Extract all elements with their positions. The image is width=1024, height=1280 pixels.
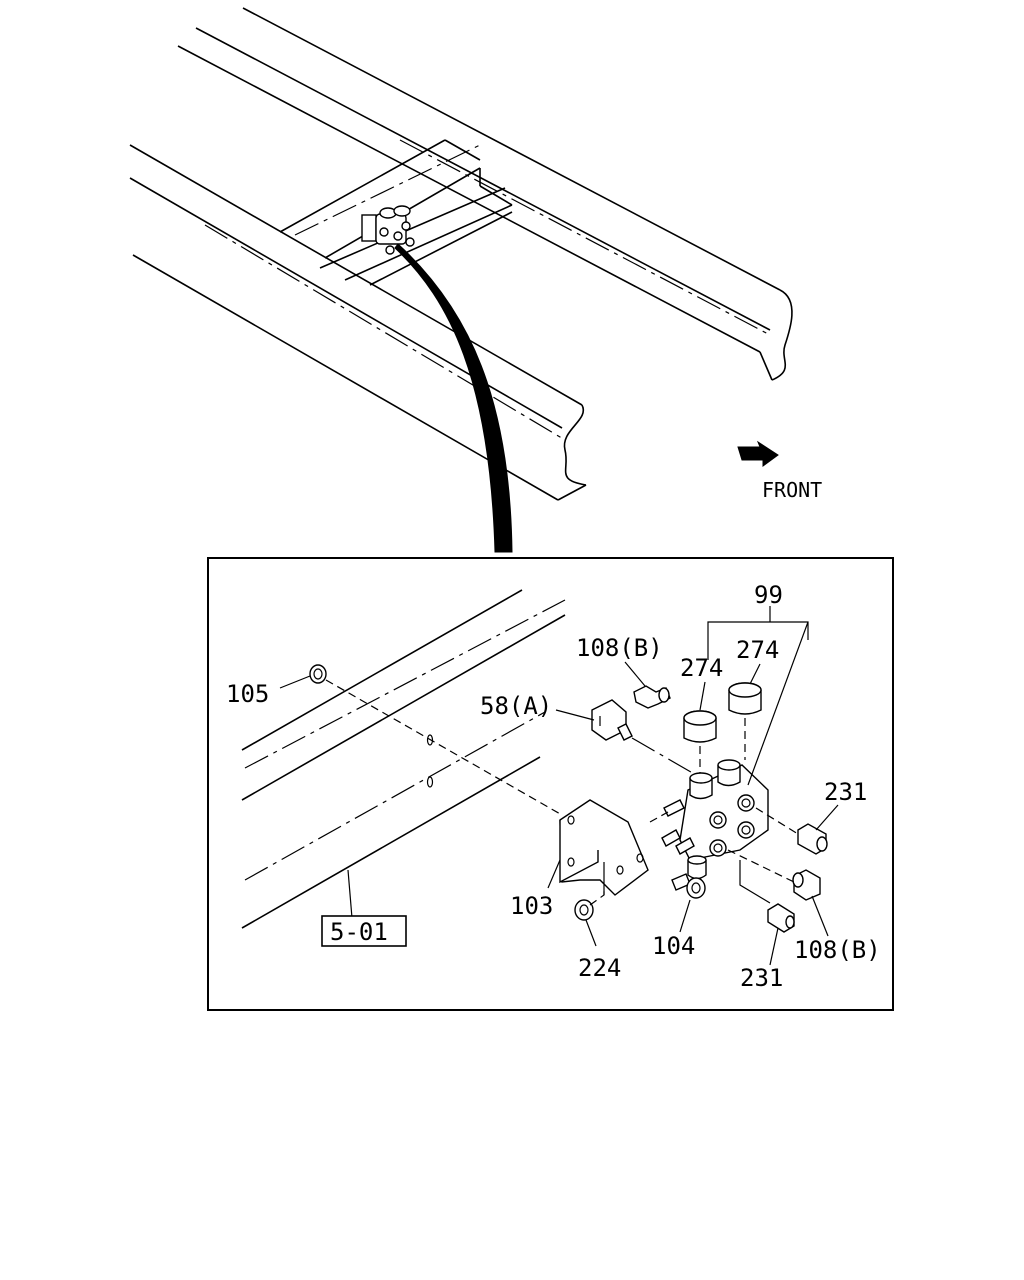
valve-body-icon [661, 759, 769, 880]
detail-frame [207, 557, 894, 1011]
leader-lines [279, 606, 839, 966]
callout-274-right: 274 [736, 636, 779, 664]
elbow-fitting-108b-bottom-icon [792, 869, 821, 901]
zoom-leader [394, 243, 513, 553]
callout-274-left: 274 [680, 654, 723, 682]
callout-108b-top: 108(B) [576, 634, 663, 662]
callout-104: 104 [652, 932, 695, 960]
fitting-231-right-icon [797, 823, 828, 855]
callout-103: 103 [510, 892, 553, 920]
callout-108b-bottom: 108(B) [794, 936, 881, 964]
callout-99: 99 [754, 581, 783, 609]
front-arrow-icon [737, 440, 779, 467]
cap-274-left-icon [683, 710, 717, 743]
callout-224: 224 [578, 954, 621, 982]
front-label: FRONT [762, 478, 822, 502]
elbow-fitting-108b-top-icon [633, 685, 671, 709]
detail-frame-rail [241, 589, 566, 929]
reference-label[interactable]: 5-01 [330, 918, 388, 946]
valve-assembly-small-icon [361, 205, 415, 255]
nut-224-icon [574, 899, 594, 921]
cap-274-right-icon [728, 682, 762, 715]
callout-58a: 58(A) [480, 692, 552, 720]
callout-105: 105 [226, 680, 269, 708]
chassis-frame [129, 7, 793, 501]
connector-58a-icon [591, 699, 633, 741]
nut-105-icon [309, 664, 327, 684]
callout-231-bottom: 231 [740, 964, 783, 992]
fitting-231-bottom-icon [767, 903, 795, 933]
bolt-104-icon [671, 873, 706, 899]
bracket-103-icon [559, 799, 649, 896]
callout-231-right: 231 [824, 778, 867, 806]
reference-box[interactable] [321, 915, 407, 947]
